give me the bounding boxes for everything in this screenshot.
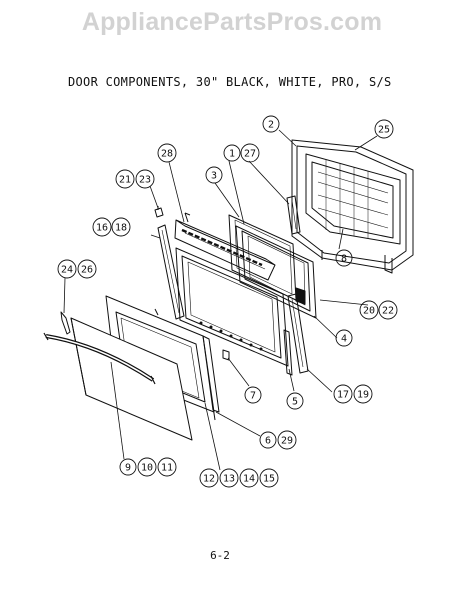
svg-text:24: 24 [61,265,73,276]
svg-text:29: 29 [281,436,293,447]
svg-text:16: 16 [96,223,108,234]
svg-text:22: 22 [382,306,394,317]
callout-23: 23 [135,169,155,189]
part-clip [154,206,164,218]
callout-13: 13 [219,468,239,488]
watermark-text: AppliancePartsPros.com [81,8,383,36]
svg-text:1: 1 [229,149,235,160]
callout-28: 28 [157,143,177,163]
svg-text:12: 12 [203,474,215,485]
callout-16: 16 [92,217,112,237]
svg-text:6: 6 [265,436,271,447]
callout-14: 14 [239,468,259,488]
part-screw [60,311,71,335]
callout-11: 11 [157,457,177,477]
svg-text:14: 14 [243,474,255,485]
svg-text:11: 11 [161,463,173,474]
svg-text:15: 15 [263,474,275,485]
svg-text:23: 23 [139,175,151,186]
callout-18: 18 [111,217,131,237]
svg-text:2: 2 [268,120,274,131]
callout-4: 4 [335,329,353,347]
callout-26: 26 [77,259,97,279]
callout-15: 15 [259,468,279,488]
part-door-frame [291,139,414,274]
svg-text:26: 26 [81,265,93,276]
part-bracket-27 [286,195,301,235]
svg-text:5: 5 [292,397,298,408]
callout-7: 7 [244,386,262,404]
callout-27: 27 [240,143,260,163]
callout-21: 21 [115,169,135,189]
svg-text:18: 18 [115,223,127,234]
callout-22: 22 [378,300,398,320]
svg-text:21: 21 [119,175,131,186]
svg-text:20: 20 [363,306,375,317]
svg-text:13: 13 [223,474,235,485]
part-bottom-strip [202,335,220,421]
part-outer-door [70,317,193,441]
callout-10: 10 [137,457,157,477]
callout-3: 3 [205,166,223,184]
part-top-vent-trim [174,212,276,281]
callout-6: 6 [259,431,277,449]
callout-5: 5 [286,392,304,410]
callout-1: 1 [223,144,241,162]
part-door-inner-panel [175,247,289,367]
svg-text:7: 7 [250,391,256,402]
leader-lines [63,129,378,471]
callout-20: 20 [359,300,379,320]
page-title: DOOR COMPONENTS, 30" BLACK, WHITE, PRO, … [68,75,392,89]
callout-25: 25 [374,119,394,139]
callout-12: 12 [199,468,219,488]
callout-17: 17 [333,384,353,404]
svg-text:8: 8 [341,254,347,265]
callout-2: 2 [262,115,280,133]
page-number: 6-2 [210,549,230,562]
part-glass-pack [235,225,317,319]
svg-text:19: 19 [357,390,369,401]
part-door-handle [43,332,156,385]
svg-text:4: 4 [341,334,347,345]
svg-text:17: 17 [337,390,349,401]
callout-8: 8 [335,249,353,267]
part-left-trim [157,224,185,320]
part-side-strip [283,329,293,376]
callout-24: 24 [57,259,77,279]
svg-text:9: 9 [125,463,131,474]
callout-9: 9 [119,458,137,476]
callout-19: 19 [353,384,373,404]
callout-29: 29 [277,430,297,450]
svg-text:3: 3 [211,171,217,182]
svg-text:27: 27 [244,149,256,160]
svg-text:28: 28 [161,149,173,160]
svg-text:10: 10 [141,463,153,474]
part-right-trim [287,293,309,374]
svg-text:25: 25 [378,125,390,136]
